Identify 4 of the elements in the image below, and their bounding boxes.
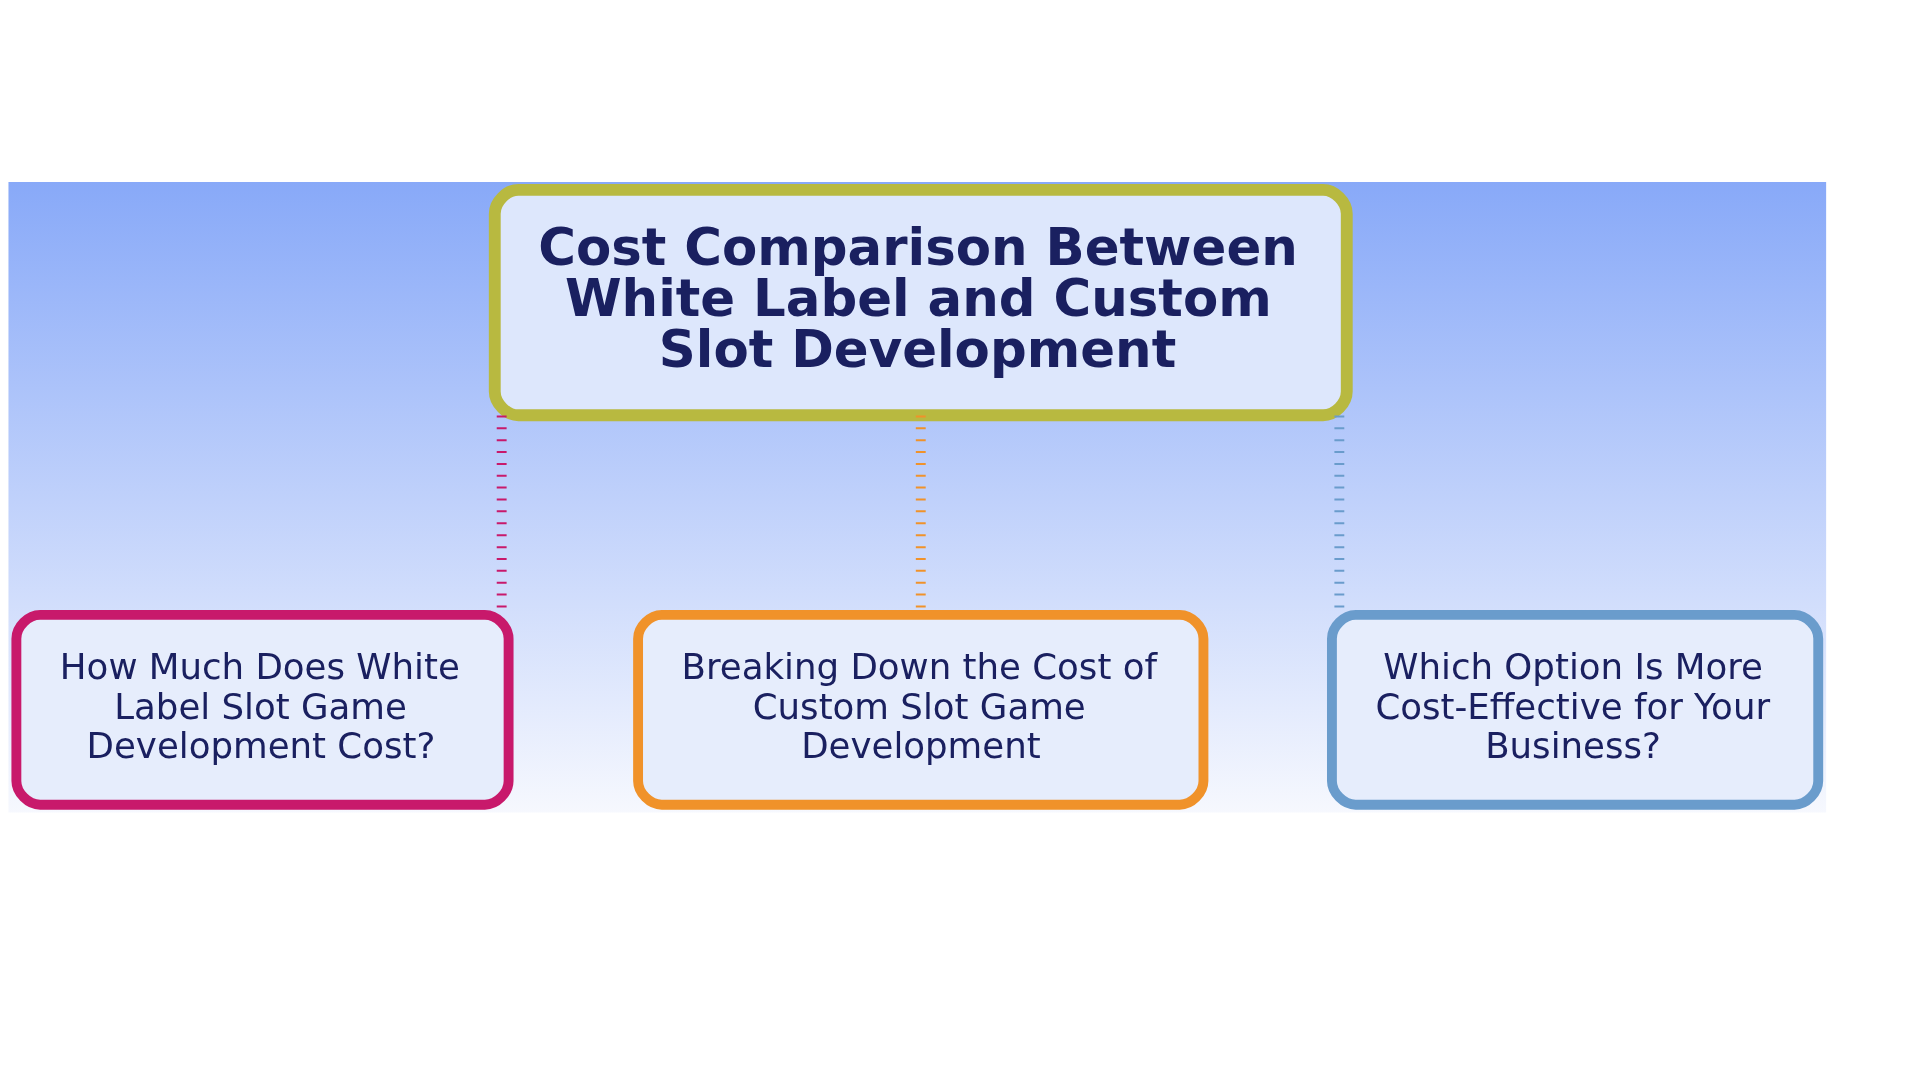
node-box: Which Option Is More Cost-Effective for Your Business? bbox=[1327, 609, 1824, 810]
node-box: How Much Does White Label Slot Game Development Cost? bbox=[11, 609, 514, 810]
node-box: Breaking Down the Cost of Custom Slot Game Development bbox=[633, 609, 1209, 810]
node-box: Cost Comparison Between White Label and Custom Slot Development bbox=[488, 184, 1353, 422]
